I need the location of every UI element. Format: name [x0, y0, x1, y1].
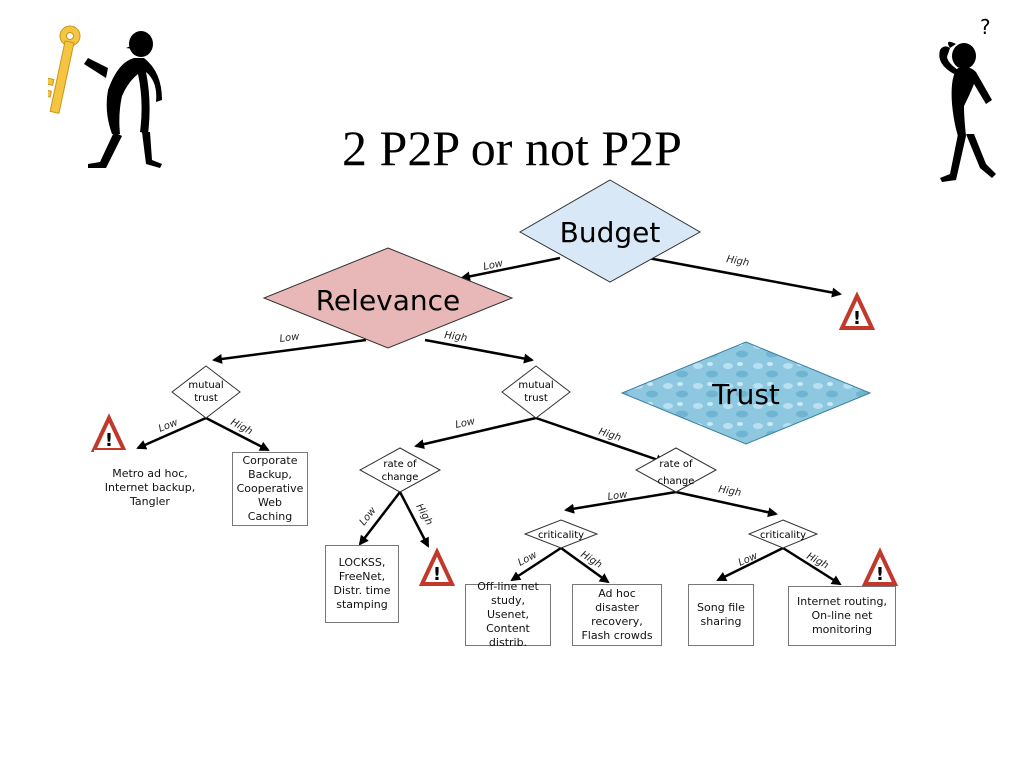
edge-crit-right-low: [716, 546, 784, 582]
rate-of-change-right-line2: change: [658, 476, 695, 487]
slide-title: 2 P2P or not P2P: [342, 120, 682, 176]
mutual-trust-left-node: [171, 365, 241, 419]
edge-label: High: [444, 330, 468, 344]
leaf-metro: Metro ad hoc, Internet backup, Tangler: [94, 450, 206, 526]
edge-crit-left-low: [510, 546, 562, 582]
man-with-key-icon: [48, 25, 162, 168]
warning-icon: !: [838, 291, 876, 330]
leaf-song: Song file sharing: [688, 584, 754, 646]
svg-text:!: !: [433, 564, 441, 585]
rate-of-change-right-node: [634, 447, 718, 493]
mutual-trust-right-node: [501, 365, 571, 419]
trust-legend-node: Trust: [620, 341, 872, 445]
criticality-left-node: [523, 519, 599, 549]
rate-of-change-left-line1: rate of: [383, 459, 417, 470]
edge-relevance-high: [424, 338, 534, 364]
edge-label: Low: [454, 416, 477, 431]
edge-label: High: [725, 254, 750, 269]
criticality-left-label: criticality: [538, 530, 584, 541]
relevance-node: Relevance: [262, 247, 514, 349]
edge-roc-right-high: [675, 490, 778, 518]
edge-mt-left-low: [136, 416, 207, 450]
warning-icon: !: [418, 547, 456, 586]
svg-text:!: !: [853, 308, 861, 329]
edge-mt-left-high: [205, 416, 270, 452]
edge-label: High: [229, 417, 254, 438]
mutual-trust-right-line1: mutual: [518, 380, 553, 391]
rate-of-change-right-line1: rate of: [659, 459, 693, 470]
budget-label: Budget: [560, 216, 661, 249]
edge-budget-low: [460, 256, 561, 282]
leaf-routing: Internet routing, On-line net monitoring: [788, 586, 896, 646]
edge-label: Low: [482, 258, 505, 273]
edge-label: Low: [516, 549, 539, 568]
warning-icon: !: [90, 413, 128, 452]
rate-of-change-left-line2: change: [382, 472, 419, 483]
edge-mt-right-low: [414, 416, 537, 450]
edge-crit-left-high: [560, 546, 610, 584]
criticality-right-label: criticality: [760, 530, 806, 541]
leaf-corporate: Corporate Backup, Cooperative Web Cachin…: [232, 452, 308, 526]
leaf-lockss: LOCKSS, FreeNet, Distr. time stamping: [325, 545, 399, 623]
edge-roc-right-low: [564, 490, 677, 514]
edge-mt-right-high: [535, 416, 666, 465]
leaf-offline: Off-line net study, Usenet, Content dist…: [465, 580, 551, 649]
edge-label: High: [578, 549, 603, 571]
mutual-trust-left-line2: trust: [194, 393, 218, 404]
leaf-adhoc: Ad hoc disaster recovery, Flash crowds: [572, 584, 662, 646]
edge-roc-left-low: [358, 491, 401, 546]
svg-text:!: !: [876, 564, 884, 585]
rate-of-change-left-node: [358, 447, 442, 493]
edge-label: Low: [279, 331, 301, 345]
thinking-man-icon: ?: [939, 15, 996, 182]
svg-text:!: !: [105, 430, 113, 451]
mutual-trust-right-line2: trust: [524, 393, 548, 404]
trust-label: Trust: [711, 378, 780, 411]
edge-budget-high: [647, 256, 842, 298]
edge-relevance-low: [212, 338, 367, 364]
edge-label: Low: [607, 489, 629, 503]
mutual-trust-left-line1: mutual: [188, 380, 223, 391]
question-mark-icon: ?: [980, 15, 991, 39]
edge-label: High: [717, 484, 742, 499]
budget-node: Budget: [518, 179, 702, 283]
relevance-label: Relevance: [316, 284, 461, 317]
criticality-right-node: [747, 519, 819, 549]
edge-roc-left-high: [398, 491, 430, 548]
warning-icon: !: [861, 547, 899, 586]
edge-crit-right-high: [782, 546, 842, 586]
